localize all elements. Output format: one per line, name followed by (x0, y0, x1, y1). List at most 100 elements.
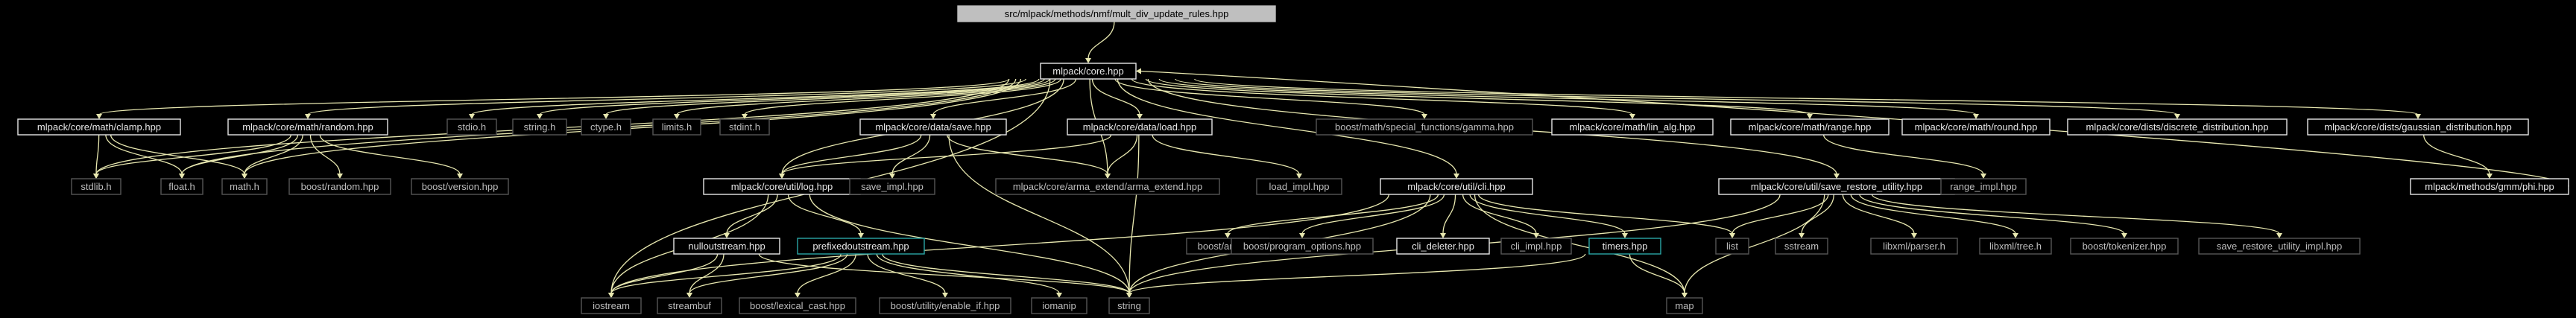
graph-node-map[interactable]: map (1666, 297, 1703, 314)
edge-line (471, 78, 1040, 115)
graph-node-core[interactable]: mlpack/core.hpp (1040, 63, 1137, 80)
graph-node-range[interactable]: mlpack/core/math/range.hpp (1730, 118, 1890, 136)
graph-node-blexical[interactable]: boost/lexical_cast.hpp (739, 297, 856, 314)
edge-line (1194, 78, 2419, 115)
edge-arrowhead (1136, 68, 1141, 74)
graph-node-cliimpl[interactable]: cli_impl.hpp (1500, 238, 1572, 255)
node-box (859, 118, 1007, 136)
edge-arrowhead (2415, 114, 2421, 119)
edge-line (1684, 194, 1825, 294)
edge-arrowhead (1682, 293, 1688, 298)
edge-arrowhead (795, 293, 801, 298)
graph-node-streambuf[interactable]: streambuf (657, 297, 722, 314)
graph-node-round[interactable]: mlpack/core/math/round.hpp (1901, 118, 2051, 136)
edge-arrowhead (2487, 174, 2493, 179)
graph-node-iomanip[interactable]: iomanip (1031, 297, 1087, 314)
node-label: stdio.h (458, 121, 486, 133)
graph-edge-core-to-range (1145, 78, 1813, 119)
graph-edge-clamp-to-stdlib (93, 134, 100, 179)
graph-node-armaext[interactable]: mlpack/core/arma_extend/arma_extend.hpp (995, 178, 1220, 195)
edge-line (1091, 78, 1140, 115)
graph-node-root[interactable]: src/mlpack/methods/nmf/mult_div_update_r… (957, 5, 1276, 22)
graph-node-stdio[interactable]: stdio.h (446, 118, 497, 136)
edge-line (1801, 194, 1834, 235)
node-label: nulloutstream.hpp (688, 241, 765, 252)
edge-line (610, 253, 842, 294)
graph-node-btok[interactable]: boost/tokenizer.hpp (2070, 238, 2179, 255)
edge-line (1114, 78, 1425, 115)
edge-arrowhead (305, 114, 311, 119)
graph-node-discrete[interactable]: mlpack/core/dists/discrete_distribution.… (2067, 118, 2288, 136)
graph-node-float[interactable]: float.h (160, 178, 203, 195)
graph-node-loadimpl[interactable]: load_impl.hpp (1256, 178, 1342, 195)
graph-node-ctype[interactable]: ctype.h (581, 118, 631, 136)
graph-node-stdlib[interactable]: stdlib.h (71, 178, 121, 195)
graph-node-nullout[interactable]: nulloutstream.hpp (673, 238, 780, 255)
graph-node-saverestore[interactable]: mlpack/core/util/save_restore_utility.hp… (1718, 178, 1955, 195)
graph-node-save[interactable]: mlpack/core/data/save.hpp (859, 118, 1007, 136)
node-label: float.h (168, 181, 195, 192)
edge-arrowhead (1421, 114, 1427, 119)
graph-node-linalg[interactable]: mlpack/core/math/lin_alg.hpp (1551, 118, 1714, 136)
graph-node-stdint[interactable]: stdint.h (719, 118, 770, 136)
graph-node-load[interactable]: mlpack/core/data/load.hpp (1067, 118, 1213, 136)
graph-edge-saverestore-to-libxmlparser (1842, 194, 1917, 238)
graph-node-limits[interactable]: limits.h (652, 118, 701, 136)
node-label: boost/program_options.hpp (1243, 241, 1361, 252)
graph-node-math[interactable]: math.h (221, 178, 268, 195)
nodes-layer: src/mlpack/methods/nmf/mult_div_update_r… (17, 5, 2569, 314)
graph-edge-core-to-save (930, 78, 1077, 119)
node-label: string.h (524, 121, 556, 133)
graph-node-list[interactable]: list (1715, 238, 1749, 255)
edge-arrowhead (1105, 174, 1111, 179)
graph-node-rangeimpl[interactable]: range_impl.hpp (1940, 178, 2027, 195)
node-label: mlpack/core/math/clamp.hpp (37, 121, 161, 133)
graph-edge-saverestore-to-libxmltree (1850, 194, 2018, 238)
edge-line (1227, 194, 1439, 235)
edge-arrowhead (942, 293, 948, 298)
graph-node-string[interactable]: string (1108, 297, 1150, 314)
node-label: iostream (593, 300, 630, 311)
graph-node-saveimpl[interactable]: save_impl.hpp (849, 178, 935, 195)
node-box (657, 297, 722, 314)
edge-line (610, 194, 1389, 294)
edge-arrowhead (1911, 233, 1917, 238)
node-box (1775, 238, 1828, 255)
graph-node-clamp[interactable]: mlpack/core/math/clamp.hpp (17, 118, 181, 136)
graph-node-bversion[interactable]: boost/version.hpp (411, 178, 509, 195)
graph-node-prefixed[interactable]: prefixedoutstream.hpp (797, 238, 925, 255)
node-box (1108, 297, 1150, 314)
edge-arrowhead (1299, 233, 1305, 238)
graph-node-sstream[interactable]: sstream (1775, 238, 1828, 255)
graph-edge-nullout-to-string (758, 253, 1132, 298)
graph-node-benable[interactable]: boost/utility/enable_if.hpp (879, 297, 1011, 314)
graph-node-cli[interactable]: mlpack/core/util/cli.hpp (1380, 178, 1533, 195)
graph-node-libxmlparser[interactable]: libxml/parser.h (1870, 238, 1958, 255)
graph-edge-load-to-loadimpl (1152, 134, 1302, 179)
graph-node-log[interactable]: mlpack/core/util/log.hpp (703, 178, 861, 195)
node-label: prefixedoutstream.hpp (812, 241, 909, 252)
graph-node-brandom[interactable]: boost/random.hpp (288, 178, 391, 195)
node-box (1901, 118, 2051, 136)
graph-node-iostream[interactable]: iostream (581, 297, 642, 314)
graph-node-phi[interactable]: mlpack/methods/gmm/phi.hpp (2410, 178, 2569, 195)
edge-arrowhead (889, 174, 895, 179)
graph-node-libxmltree[interactable]: libxml/tree.h (1979, 238, 2052, 255)
graph-node-string_h[interactable]: string.h (512, 118, 567, 136)
graph-node-timers[interactable]: timers.hpp (1588, 238, 1661, 255)
edge-arrowhead (1056, 293, 1062, 298)
graph-edge-load-to-armaext (1105, 134, 1138, 179)
graph-node-random[interactable]: mlpack/core/math/random.hpp (227, 118, 388, 136)
graph-node-gamma[interactable]: boost/math/special_functions/gamma.hpp (1316, 118, 1533, 136)
graph-node-gaussian[interactable]: mlpack/core/dists/gaussian_distribution.… (2307, 118, 2529, 136)
graph-node-bpo[interactable]: boost/program_options.hpp (1231, 238, 1374, 255)
edge-line (1128, 253, 1586, 294)
graph-node-clidel[interactable]: cli_deleter.hpp (1396, 238, 1490, 255)
node-label: mlpack/core/dists/discrete_distribution.… (2086, 121, 2269, 133)
node-label: mlpack/core/dists/gaussian_distribution.… (2324, 121, 2511, 133)
edge-arrowhead (1453, 174, 1459, 179)
edge-line (1117, 78, 1457, 175)
edge-line (726, 194, 778, 235)
graph-node-srimpl[interactable]: save_restore_utility_impl.hpp (2198, 238, 2361, 255)
node-box (2410, 178, 2569, 195)
